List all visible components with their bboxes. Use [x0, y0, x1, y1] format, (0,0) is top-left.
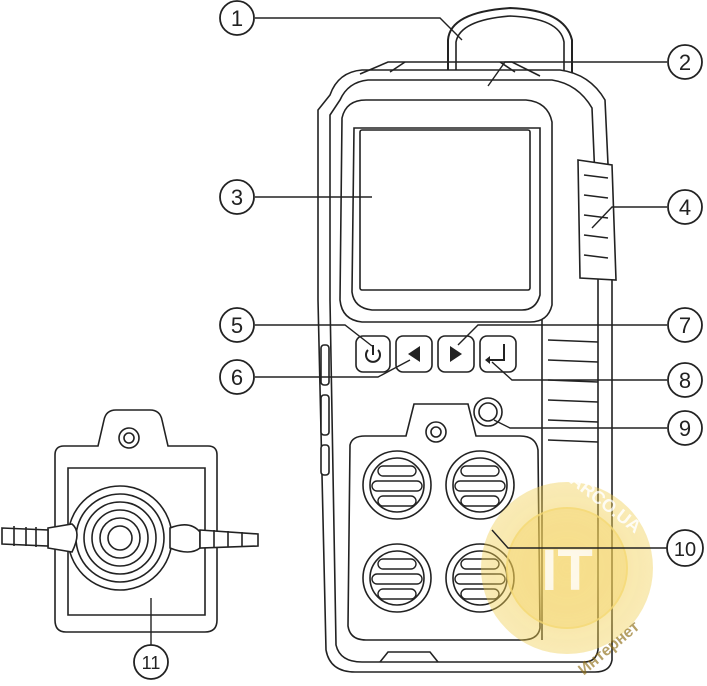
callout-2: 2 — [667, 44, 703, 80]
callout-1-label: 1 — [231, 6, 243, 31]
callout-6-label: 6 — [231, 365, 243, 390]
callout-10: 10 — [666, 529, 704, 567]
callout-7: 7 — [667, 307, 703, 343]
callout-10-label: 10 — [674, 539, 696, 561]
leader-lines — [150, 17, 667, 645]
watermark-logo-text: IT — [541, 538, 593, 603]
power-icon — [365, 345, 381, 363]
callout-8-label: 8 — [679, 368, 691, 393]
callout-5: 5 — [219, 307, 255, 343]
callout-9: 9 — [667, 410, 703, 446]
callout-9-label: 9 — [679, 416, 691, 441]
callout-7-label: 7 — [679, 313, 691, 338]
callout-5-label: 5 — [231, 313, 243, 338]
callout-3-label: 3 — [231, 185, 243, 210]
callout-4: 4 — [667, 189, 703, 225]
callout-4-label: 4 — [679, 195, 691, 220]
callout-11-label: 11 — [142, 653, 161, 673]
callout-8: 8 — [667, 362, 703, 398]
arrow-right-icon — [450, 346, 462, 362]
callout-1: 1 — [219, 0, 255, 36]
callout-11: 11 — [133, 644, 169, 680]
callout-3: 3 — [219, 179, 255, 215]
callout-6: 6 — [219, 359, 255, 395]
arrow-left-icon — [408, 346, 420, 362]
callout-2-label: 2 — [679, 50, 691, 75]
calibration-cap — [1, 409, 259, 633]
watermark-logo: IT ARCO.UA Интернет — [481, 470, 653, 679]
enter-icon — [485, 344, 505, 364]
